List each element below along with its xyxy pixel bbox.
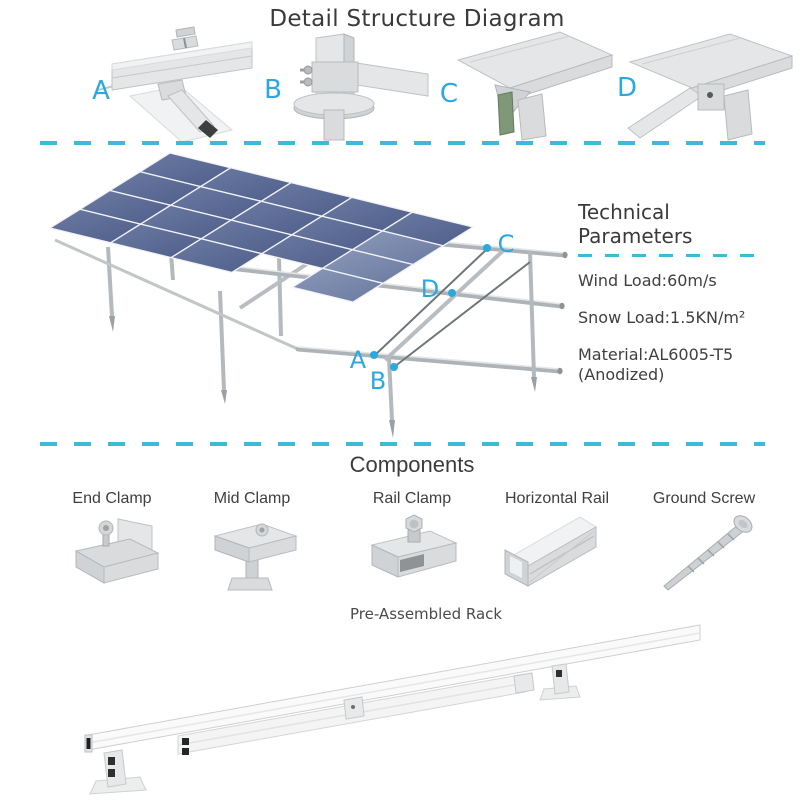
- technical-parameters: Technical Parameters Wind Load:60m/s Sno…: [578, 200, 783, 402]
- component-label-horizontal-rail: Horizontal Rail: [504, 490, 610, 507]
- snow-load-value: Snow Load:1.5KN/m²: [578, 308, 746, 327]
- solar-panel-array: [48, 152, 475, 303]
- section-divider-top: [40, 141, 765, 145]
- component-end-clamp: [74, 518, 160, 584]
- page-title: Detail Structure Diagram: [269, 6, 565, 32]
- detail-photo-c: [456, 31, 614, 141]
- marker-dot-a: [370, 351, 378, 359]
- solar-panel: [290, 267, 385, 303]
- diagram-label-b: B: [369, 367, 387, 395]
- marker-dot-c: [483, 244, 491, 252]
- wind-load-value: Wind Load:60m/s: [578, 271, 717, 290]
- diagram-markers: [370, 244, 491, 371]
- preassembled-rack: [84, 624, 701, 795]
- mount-structure: [54, 230, 568, 438]
- diagram-label-d: D: [420, 275, 440, 303]
- component-label-rail-clamp: Rail Clamp: [372, 490, 452, 507]
- component-label-end-clamp: End Clamp: [72, 490, 152, 507]
- component-rail-clamp: [370, 514, 458, 578]
- preassembled-rack-label: Pre-Assembled Rack: [350, 605, 503, 623]
- component-label-ground-screw: Ground Screw: [652, 490, 756, 507]
- diagram-label-c: C: [497, 230, 515, 258]
- detail-label-c: C: [439, 79, 459, 109]
- component-ground-screw: [663, 515, 753, 591]
- material-value: Material:AL6005-T5 (Anodized): [578, 345, 734, 384]
- technical-parameters-underline: [578, 254, 762, 257]
- solar-panel: [169, 238, 264, 274]
- component-label-mid-clamp: Mid Clamp: [213, 490, 291, 507]
- detail-photo-b: [293, 33, 429, 141]
- detail-photo-d: [627, 33, 794, 141]
- component-mid-clamp: [213, 523, 298, 591]
- detail-photo-a: [97, 26, 253, 143]
- marker-dot-d: [448, 289, 456, 297]
- detail-label-d: D: [616, 73, 638, 103]
- detail-label-b: B: [264, 75, 282, 105]
- detail-label-a: A: [92, 76, 110, 106]
- component-horizontal-rail: [504, 516, 597, 587]
- marker-dot-b: [390, 363, 398, 371]
- diagram-label-a: A: [349, 346, 367, 374]
- technical-parameters-title: Technical Parameters: [578, 200, 693, 248]
- components-title: Components: [349, 452, 475, 477]
- section-divider-bottom: [40, 442, 765, 446]
